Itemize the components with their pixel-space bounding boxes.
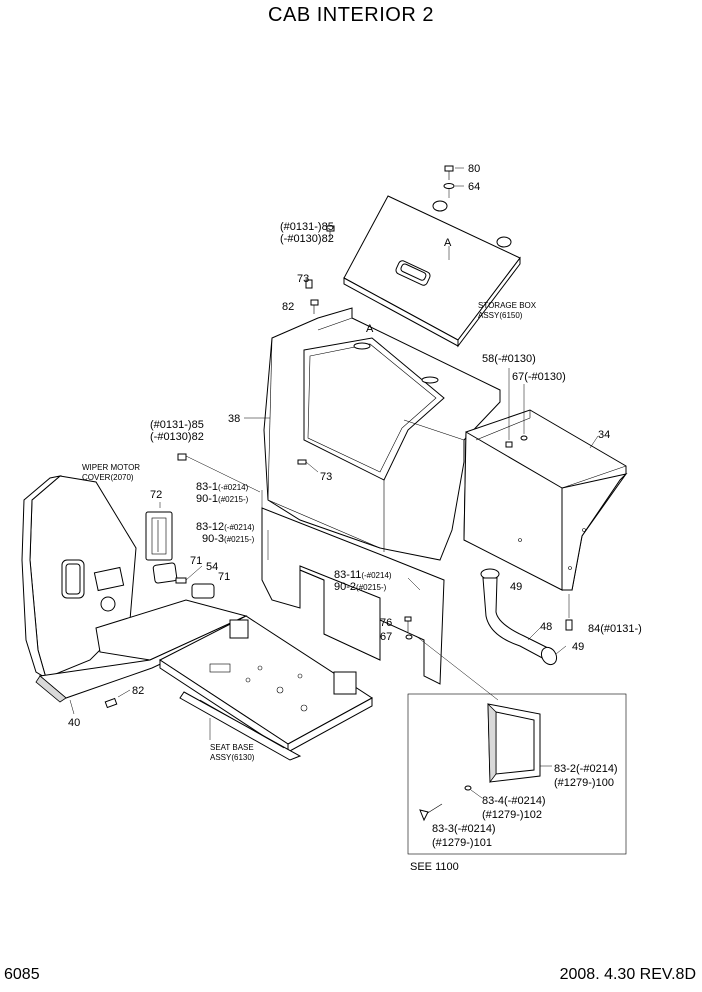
label-83-4-2: (#1279-)102 [482, 809, 542, 821]
label-wiper-1: WIPER MOTOR [82, 463, 140, 472]
pin-76 [404, 616, 412, 632]
label-83-11: 83-11(-#0214) [334, 569, 392, 581]
label-seat-base-1: SEAT BASE [210, 743, 254, 752]
storage-box-lid [343, 195, 521, 348]
page-number: 6085 [4, 966, 40, 983]
label-83-12: 83-12(-#0214) [196, 521, 255, 533]
storage-box-34 [463, 409, 628, 591]
part-54 [152, 562, 178, 584]
label-85-mid-1: (#0131-)85 [150, 419, 204, 431]
label-see-1100: SEE 1100 [410, 861, 459, 873]
label-72: 72 [150, 489, 162, 501]
label-71-a: 71 [190, 555, 202, 567]
label-83-4-1: 83-4(-#0214) [482, 795, 546, 807]
revision-date: 2008. 4.30 REV.8D [559, 966, 696, 983]
detail-inset [407, 693, 627, 855]
label-67-top: 67(-#0130) [512, 371, 566, 383]
label-90-2: 90-2(#0215-) [334, 581, 387, 593]
label-83-2-1: 83-2(-#0214) [554, 763, 618, 775]
bolt-82 [310, 299, 319, 314]
label-73-top: 73 [297, 273, 309, 285]
label-64: 64 [468, 181, 480, 193]
drain-hose-48 [480, 568, 567, 666]
label-90-3: 90-3(#0215-) [202, 533, 255, 545]
washer-64 [443, 183, 464, 198]
bolt-84 [565, 594, 573, 631]
label-storage-box-1: STORAGE BOX [478, 301, 537, 310]
label-76: 76 [380, 617, 392, 629]
label-seat-base-2: ASSY(6130) [210, 753, 255, 762]
label-38: 38 [228, 413, 240, 425]
label-83-3-2: (#1279-)101 [432, 837, 492, 849]
label-storage-box-2: ASSY(6150) [478, 311, 523, 320]
label-82-bottom: 82 [132, 685, 144, 697]
bolt-85b [177, 453, 261, 493]
bolt-82b [104, 689, 131, 709]
label-A-mid: A [366, 323, 374, 335]
label-85-top-1: (#0131-)85 [280, 221, 334, 233]
bolt-58 [505, 368, 513, 448]
label-90-1: 90-1(#0215-) [196, 493, 249, 505]
label-85-mid-2: (-#0130)82 [150, 431, 204, 443]
label-71-b: 71 [218, 571, 230, 583]
switch-72 [145, 511, 173, 561]
label-58: 58(-#0130) [482, 353, 536, 365]
label-A-top: A [444, 237, 452, 249]
screw-71a [175, 565, 203, 584]
label-83-2-2: (#1279-)100 [554, 777, 614, 789]
bolt-80 [444, 165, 464, 180]
part-71b [191, 583, 215, 599]
label-73-mid: 73 [320, 471, 332, 483]
rear-panel-38 [263, 307, 501, 561]
bolt-85 [326, 225, 335, 240]
label-84: 84(#0131-) [588, 623, 642, 635]
seat-base [159, 615, 373, 761]
label-85-top-2: (-#0130)82 [280, 233, 334, 245]
label-54: 54 [206, 561, 218, 573]
label-40: 40 [68, 717, 80, 729]
label-34: 34 [598, 429, 610, 441]
label-83-3-1: 83-3(-#0214) [432, 823, 496, 835]
label-49-a: 49 [510, 581, 522, 593]
lower-panel [261, 507, 445, 685]
clip-73 [305, 279, 313, 289]
label-82-top: 82 [282, 301, 294, 313]
label-83-1: 83-1(-#0214) [196, 481, 249, 493]
label-80: 80 [468, 163, 480, 175]
clip-73b [297, 459, 319, 473]
washer-67a [520, 435, 528, 441]
label-49-b: 49 [572, 641, 584, 653]
label-67-mid: 67 [380, 631, 392, 643]
washer-67 [405, 634, 413, 640]
label-48: 48 [540, 621, 552, 633]
label-wiper-2: COVER(2070) [82, 473, 134, 482]
page-title: CAB INTERIOR 2 [268, 4, 434, 26]
